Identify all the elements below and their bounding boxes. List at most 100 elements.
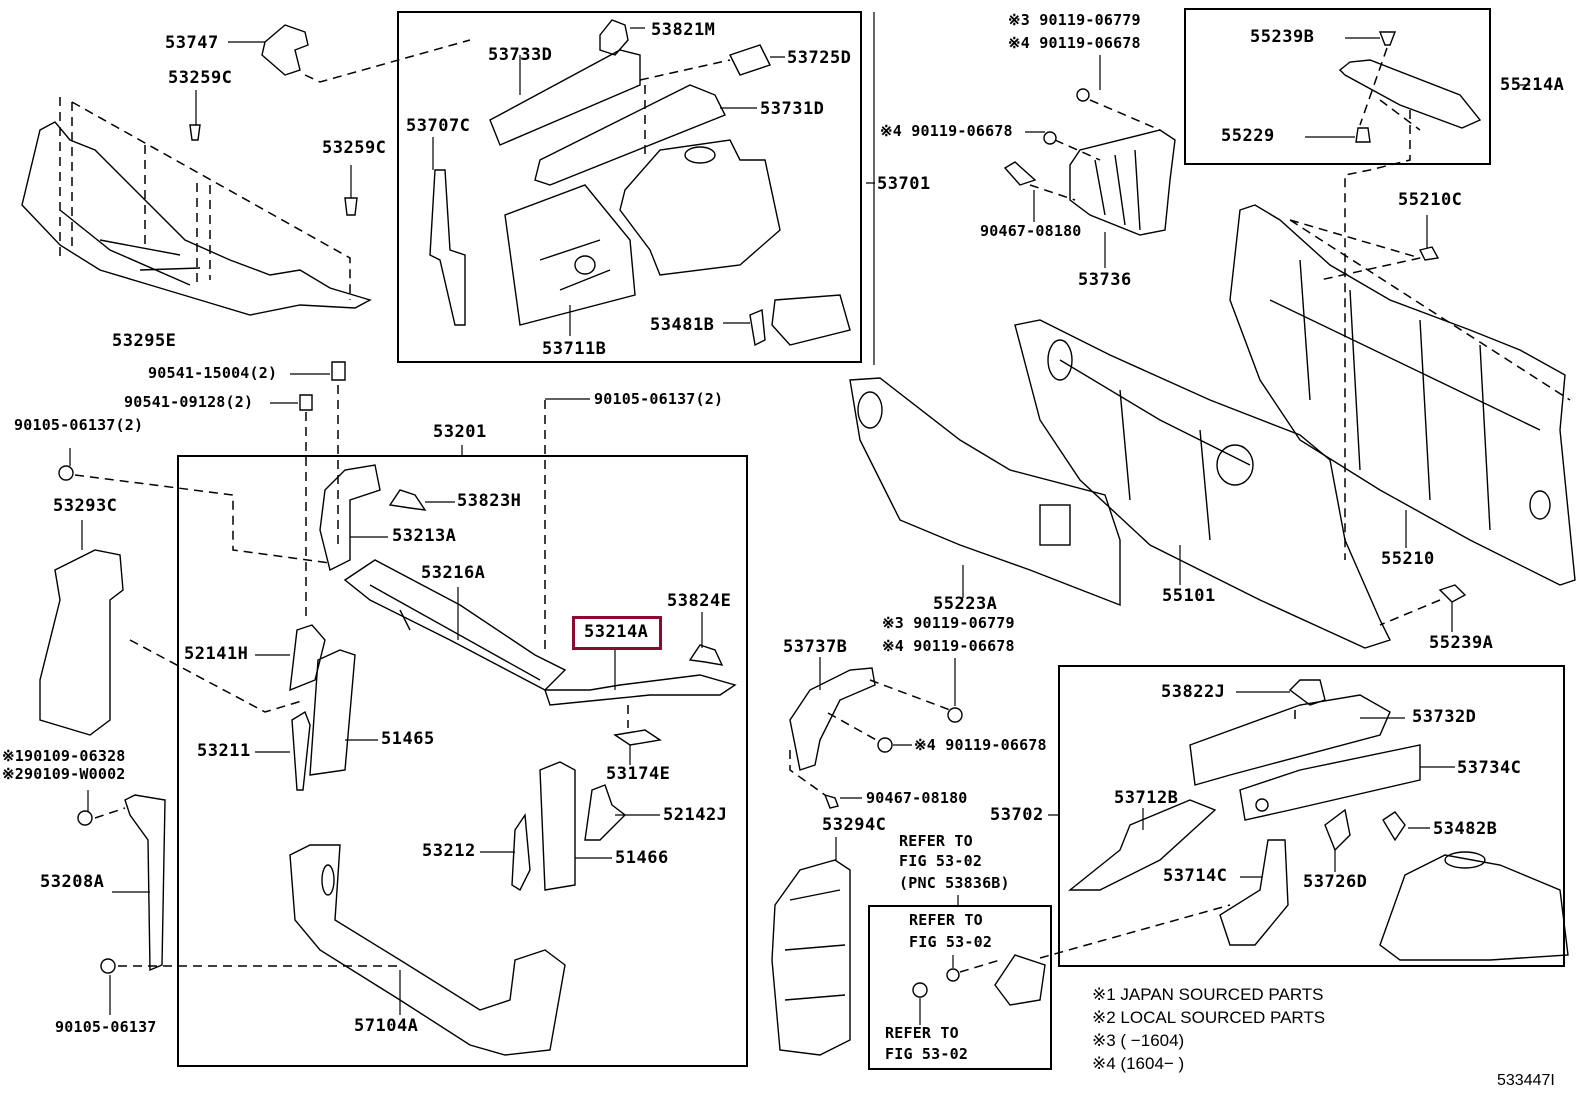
part-label-53732D[interactable]: 53732D (1412, 707, 1477, 727)
part-label-55210C[interactable]: 55210C (1398, 190, 1463, 210)
part-label-53822J[interactable]: 53822J (1161, 682, 1226, 702)
part-label-53823H[interactable]: 53823H (457, 491, 522, 511)
part-53295E-drawing (21, 121, 372, 316)
part-label-90541-15004[interactable]: 90541-15004(2) (148, 364, 278, 382)
group-label-53201[interactable]: 53201 (433, 422, 487, 442)
bolt-icon (58, 465, 74, 481)
part-label-53294C[interactable]: 53294C (822, 815, 887, 835)
part-label-53293C[interactable]: 53293C (53, 496, 118, 516)
part-label-55229[interactable]: 55229 (1221, 126, 1275, 146)
part-label-53726D[interactable]: 53726D (1303, 872, 1368, 892)
part-label-90467-08180[interactable]: 90467-08180 (980, 222, 1082, 240)
part-label-55223A[interactable]: 55223A (933, 594, 998, 614)
part-label-90105-06137[interactable]: 90105-06137(2) (14, 416, 144, 434)
part-label-90119-06779[interactable]: ※3 90119-06779 (882, 614, 1015, 632)
part-51466-drawing (539, 761, 576, 891)
leader-line (1025, 55, 1106, 268)
part-label-53481B[interactable]: 53481B (650, 315, 715, 335)
part-53295E-detail (59, 209, 201, 286)
part-label-90119-06678[interactable]: ※4 90119-06678 (1008, 34, 1141, 52)
part-label-57104A[interactable]: 57104A (354, 1016, 419, 1036)
part-refer-bracket-drawing (994, 954, 1046, 1006)
leader-line (1305, 37, 1530, 138)
refer-note-line[interactable]: FIG 53-02 (899, 852, 983, 870)
part-hole (857, 391, 883, 429)
group-label-53701[interactable]: 53701 (877, 174, 931, 194)
part-label-53734C[interactable]: 53734C (1457, 758, 1522, 778)
part-label-53174E[interactable]: 53174E (606, 764, 671, 784)
dash-line (1289, 219, 1571, 626)
part-label-90467-08180[interactable]: 90467-08180 (866, 789, 968, 807)
part-hole (1216, 444, 1254, 486)
part-label-53714C[interactable]: 53714C (1163, 866, 1228, 886)
group-box-53701 (397, 11, 862, 363)
clip-55210C-icon (1418, 246, 1440, 261)
part-label-53824E[interactable]: 53824E (667, 591, 732, 611)
group-label-53702[interactable]: 53702 (990, 805, 1044, 825)
part-label-53725D[interactable]: 53725D (787, 48, 852, 68)
part-label-53736[interactable]: 53736 (1078, 270, 1132, 290)
part-53747-drawing (261, 24, 309, 76)
part-label-90119-06678[interactable]: ※4 90119-06678 (880, 122, 1013, 140)
part-53216A-detail (369, 584, 541, 681)
part-53213A-drawing (319, 464, 381, 572)
part-label-53821M[interactable]: 53821M (651, 20, 716, 40)
part-label-53213A[interactable]: 53213A (392, 526, 457, 546)
part-label-53482B[interactable]: 53482B (1433, 819, 1498, 839)
bolt-icon (947, 707, 963, 723)
part-53824E-drawing (688, 644, 724, 666)
nut-90541-15004-icon (331, 361, 346, 381)
part-label-55239B[interactable]: 55239B (1250, 27, 1315, 47)
highlighted-part-frame (572, 616, 662, 650)
part-label-90119-06678[interactable]: ※4 90119-06678 (914, 736, 1047, 754)
part-53702-tower-drawing (1379, 854, 1569, 961)
part-label-53747[interactable]: 53747 (165, 33, 219, 53)
part-53712B-drawing (1068, 799, 1217, 891)
group-label-55214A[interactable]: 55214A (1500, 75, 1565, 95)
part-label-51466[interactable]: 51466 (615, 848, 669, 868)
dash-line (639, 59, 731, 160)
part-53823H-drawing (388, 489, 427, 511)
clip-53259C-icon (189, 124, 201, 141)
part-label-90109-06328[interactable]: ※190109-06328 (2, 747, 126, 765)
refer-note-line[interactable]: FIG 53-02 (885, 1045, 969, 1063)
part-label-53295E[interactable]: 53295E (112, 331, 177, 351)
part-label-90119-06779[interactable]: ※3 90119-06779 (1008, 11, 1141, 29)
part-55214A-drawing (1338, 59, 1482, 129)
part-55101-detail (1059, 359, 1251, 541)
part-label-90105-06137[interactable]: 90105-06137 (55, 1018, 157, 1036)
part-label-52141H[interactable]: 52141H (184, 644, 249, 664)
part-label-53711B[interactable]: 53711B (542, 339, 607, 359)
part-53731D-drawing (534, 84, 726, 186)
refer-note-line[interactable]: FIG 53-02 (909, 933, 993, 951)
part-53701-tower-drawing (619, 139, 781, 276)
part-label-53211[interactable]: 53211 (197, 741, 251, 761)
part-label-53712B[interactable]: 53712B (1114, 788, 1179, 808)
part-label-53259C[interactable]: 53259C (322, 138, 387, 158)
part-label-53208A[interactable]: 53208A (40, 872, 105, 892)
part-label-53731D[interactable]: 53731D (760, 99, 825, 119)
dash-line (74, 385, 339, 620)
part-label-90105-06137[interactable]: 90105-06137(2) (594, 390, 724, 408)
part-label-90119-06678[interactable]: ※4 90119-06678 (882, 637, 1015, 655)
part-label-52142J[interactable]: 52142J (663, 805, 728, 825)
part-53212-drawing (511, 812, 531, 892)
dash-line (789, 679, 951, 796)
part-label-53733D[interactable]: 53733D (488, 45, 553, 65)
part-hole (684, 146, 716, 164)
part-label-90541-09128[interactable]: 90541-09128(2) (124, 393, 254, 411)
part-label-55101[interactable]: 55101 (1162, 586, 1216, 606)
part-label-53707C[interactable]: 53707C (406, 116, 471, 136)
part-label-51465[interactable]: 51465 (381, 729, 435, 749)
part-label-53737B[interactable]: 53737B (783, 637, 848, 657)
part-label-90109-W0002[interactable]: ※290109-W0002 (2, 765, 126, 783)
part-label-55239A[interactable]: 55239A (1429, 633, 1494, 653)
leader-line (819, 657, 956, 860)
part-label-53214A[interactable]: 53214A (584, 622, 649, 642)
part-label-53259C[interactable]: 53259C (168, 68, 233, 88)
dash-line (1344, 47, 1421, 560)
part-label-53216A[interactable]: 53216A (421, 563, 486, 583)
part-label-53212[interactable]: 53212 (422, 841, 476, 861)
part-label-55210[interactable]: 55210 (1381, 549, 1435, 569)
part-53294C-detail (784, 889, 846, 1001)
